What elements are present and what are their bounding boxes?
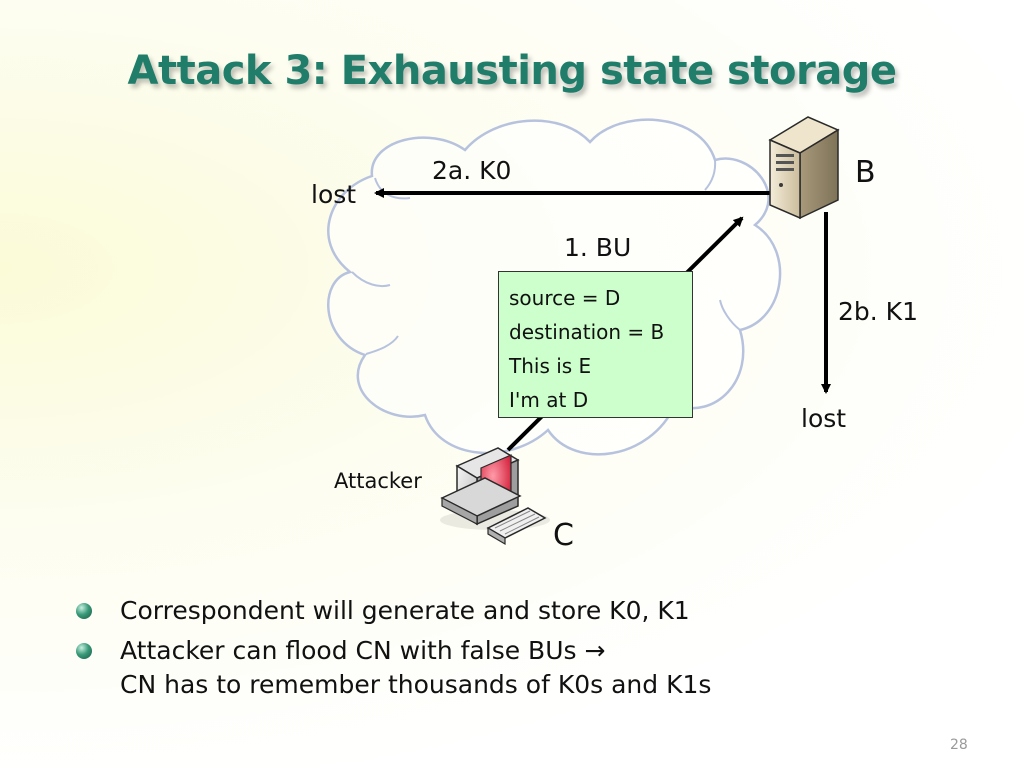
- bullet-text: Correspondent will generate and store K0…: [120, 596, 690, 625]
- page-number: 28: [950, 737, 968, 753]
- bullet-text: Attacker can flood CN with false BUs →: [120, 636, 606, 665]
- message-destination: destination = B: [509, 320, 665, 344]
- lost-bottom-label: lost: [801, 404, 847, 433]
- arrow-2b-label: 2b. K1: [838, 297, 918, 326]
- message-identity: This is E: [509, 354, 592, 378]
- server-icon: [768, 116, 840, 220]
- bullet-text-continuation: CN has to remember thousands of K0s and …: [120, 670, 712, 699]
- message-location: I'm at D: [509, 388, 589, 412]
- bullet-item: Attacker can flood CN with false BUs → C…: [74, 634, 974, 702]
- arrow-2a-label: 2a. K0: [432, 156, 512, 185]
- lost-left-label: lost: [311, 180, 357, 209]
- bullet-item: Correspondent will generate and store K0…: [74, 594, 974, 628]
- node-b-label: B: [855, 155, 876, 190]
- bullet-icon: [76, 643, 92, 659]
- arrow-1-label: 1. BU: [564, 233, 632, 262]
- binding-update-message-box: source = D destination = B This is E I'm…: [498, 271, 693, 418]
- bullet-list: Correspondent will generate and store K0…: [74, 594, 974, 708]
- bullet-icon: [76, 603, 92, 619]
- message-source: source = D: [509, 286, 621, 310]
- slide-title: Attack 3: Exhausting state storage: [127, 48, 897, 94]
- node-c-label: C: [553, 518, 574, 553]
- attacker-label: Attacker: [334, 469, 422, 493]
- computer-icon: [440, 447, 550, 546]
